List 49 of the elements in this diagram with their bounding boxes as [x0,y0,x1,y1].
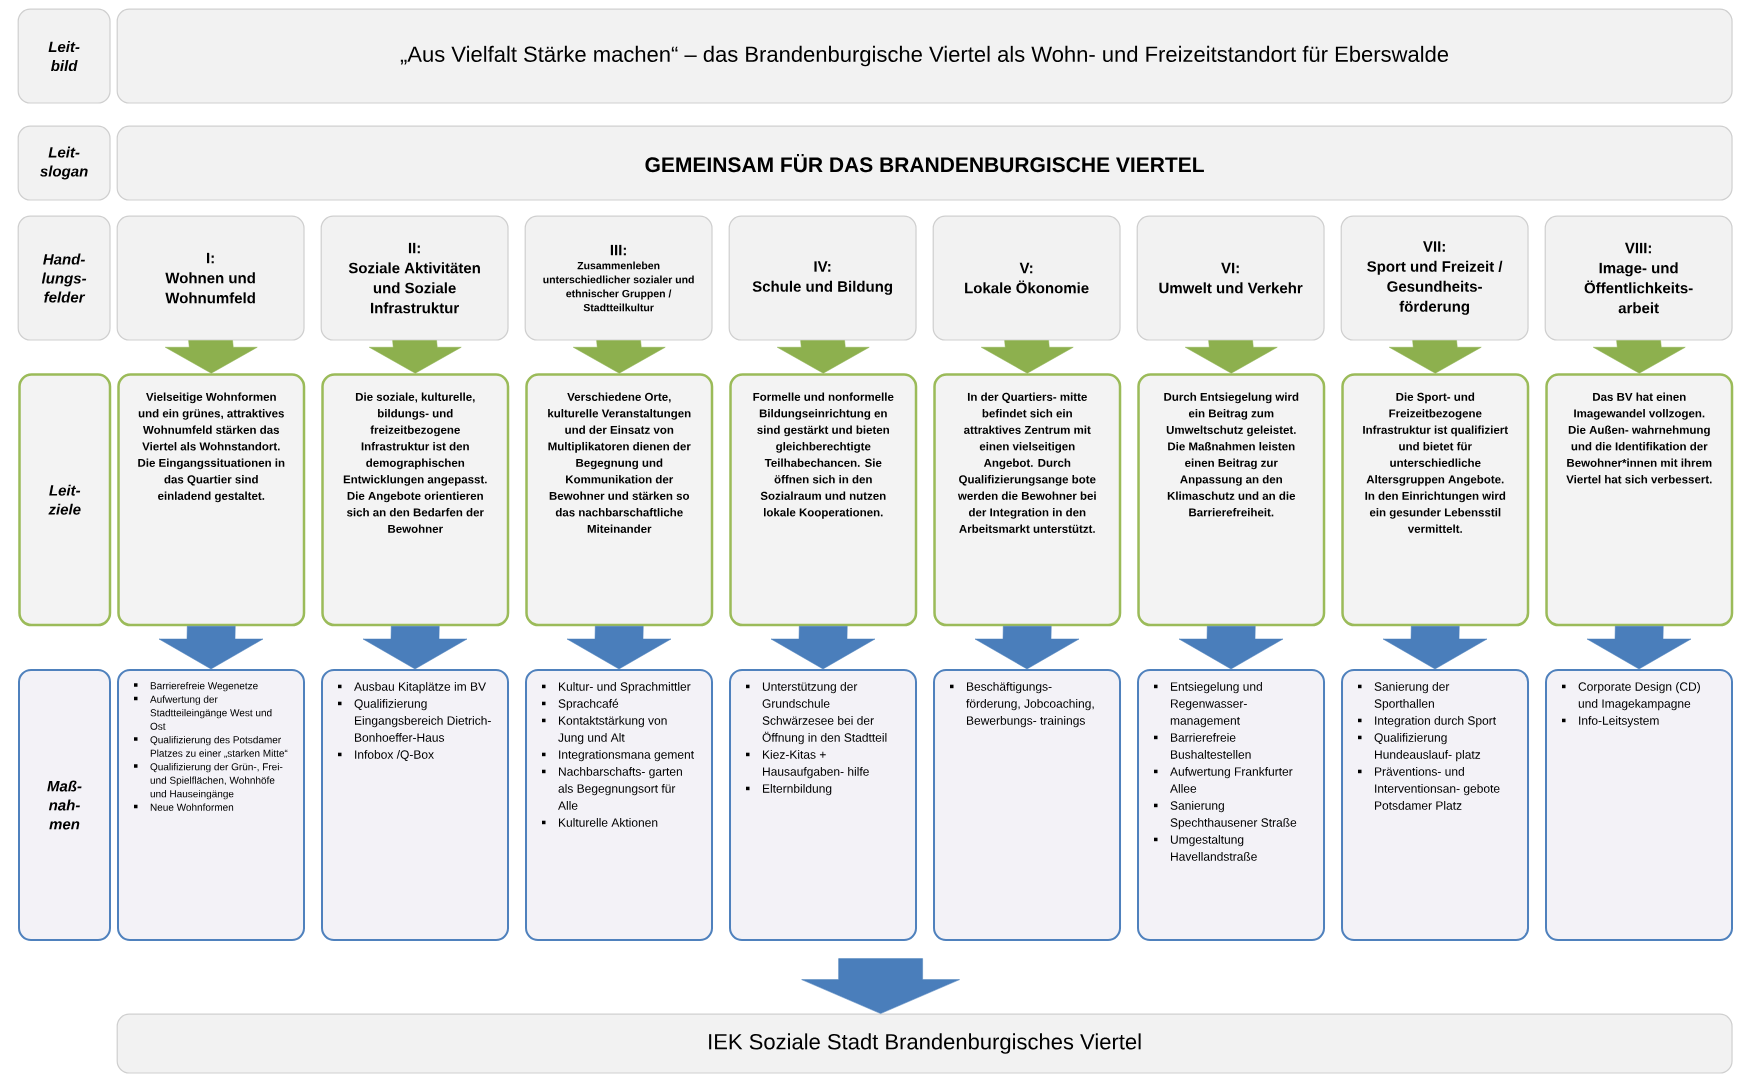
measure-box: Sanierung der Sporthallen Integration durch Sport Qualifizierung Hundeauslauf- platz Präventions- und Interventionsan- gebote Potsdamer Platz [1341,669,1529,941]
goal-box: Vielseitige Wohnformen und ein grünes, attraktives Wohnumfeld stärken das Viertel als Wohnstandort. Die Eingangssituationen in das Quartier sind einladend gestaltet. [117,373,306,627]
measure-box: Entsiegelung und Regenwasser- management Barrierefreie Bushaltestellen Aufwertung Frankfurter Allee Sanierung Spechthausener Straße Umgestaltung Havellandstraße [1137,669,1325,941]
measure-box: Ausbau Kitaplätze im BV Qualifizierung Eingangsbereich Dietrich- Bonhoeffer-Haus Infobox /Q-Box [321,669,509,941]
arrow [1178,626,1284,670]
goal-box: Die Sport- und Freizeitbezogene Infrastruktur ist qualifiziert und bietet für unterschiedliche Altersgruppen Angebote. In den Einrichtungen wird ein gesunder Lebensstil vermittelt. [1341,373,1530,627]
arrow [801,958,960,1014]
field-box: I: Wohnen und Wohnumfeld [116,215,305,341]
row-label-box: Leit- bild [17,8,111,104]
measure-box: Unterstützung der Grundschule Schwärzesee bei der Öffnung in den Stadtteil Kiez-Kitas + Hausaufgaben- hilfe Elternbildung [729,669,917,941]
row-label-box: Leit- ziele [18,373,112,627]
field-box: III: Zusammenleben unterschiedlicher sozialer und ethnischer Gruppen / Stadtteilkultur [524,215,713,341]
field-box: VI: Umwelt und Verkehr [1136,215,1325,341]
goal-box: Die soziale, kulturelle, bildungs- und freizeitbezogene Infrastruktur ist den demographischen Entwicklungen angepasst. Die Angebote orientieren sich an den Bedarfen der Bewohner [321,373,510,627]
arrow [573,340,666,374]
arrow [770,626,876,670]
field-box: IV: Schule und Bildung [728,215,917,341]
row-label-box: Maß- nah- men [18,669,111,941]
field-box: II: Soziale Aktivitäten und Soziale Infrastruktur [320,215,509,341]
goal-box: Formelle und nonformelle Bildungseinrichtung en sind gestärkt und bieten gleichberechtigte Teilhabechancen. Sie öffnen sich in den Sozialraum und nutzen lokale Kooperationen. [729,373,918,627]
arrow [1586,626,1692,670]
arrow [974,626,1080,670]
arrow [981,340,1074,374]
arrow [158,626,264,670]
measure-box: Corporate Design (CD) und Imagekampagne Info-Leitsystem [1545,669,1733,941]
banner: „Aus Vielfalt Stärke machen“ – das Brandenburgische Viertel als Wohn- und Freizeitstandort für Eberswalde [116,8,1733,104]
goal-box: Verschiedene Orte, kulturelle Veranstaltungen und der Einsatz von Multiplikatoren dienen der Begegnung und Kommunikation der Bewohner und stärken so das nachbarschaftliche Miteinander [525,373,714,627]
arrow [369,340,462,374]
field-box: VIII: Image- und Öffentlichkeits- arbeit [1544,215,1733,341]
row-label-box: Leit- slogan [17,125,111,201]
goal-box: Durch Entsiegelung wird ein Beitrag zum Umweltschutz geleistet. Die Maßnahmen leisten einen Beitrag zur Anpassung an den Klimaschutz und an die Barrierefreiheit. [1137,373,1326,627]
banner: IEK Soziale Stadt Brandenburgisches Viertel [116,1013,1733,1074]
arrow [566,626,672,670]
arrow [1593,340,1686,374]
goal-box: In der Quartiers- mitte befindet sich ein attraktives Zentrum mit einen vielseitigen Angebot. Durch Qualifizierungsange bote werden die Bewohner bei der Integration in den Arbeitsmarkt unterstützt. [933,373,1122,627]
arrow [1389,340,1482,374]
field-box: VII: Sport und Freizeit / Gesundheits- förderung [1340,215,1529,341]
arrow [362,626,468,670]
measure-box: Kultur- und Sprachmittler Sprachcafé Kontaktstärkung von Jung und Alt Integrationsmana gement Nachbarschafts- garten als Begegnungsort für Alle Kulturelle Aktionen [525,669,713,941]
arrow [777,340,870,374]
measure-box: Beschäftigungs- förderung, Jobcoaching, Bewerbungs- trainings [933,669,1121,941]
measure-box: Barrierefreie Wegenetze Aufwertung der Stadtteileingänge West und Ost Qualifizierung des Potsdamer Platzes zu einer „starken Mitte“ Qualifizierung der Grün-, Frei- und Spielflächen, Wohnhöfe und Hauseingänge Neue Wohnformen [117,669,305,941]
goal-box: Das BV hat einen Imagewandel vollzogen. Die Außen- wahrnehmung und die Identifikation der Bewohner*innen mit ihrem Viertel hat sich verbessert. [1545,373,1734,627]
field-box: V: Lokale Ökonomie [932,215,1121,341]
arrow [1382,626,1488,670]
row-label-box: Hand- lungs- felder [17,215,111,341]
arrow [1185,340,1278,374]
slogan-banner: GEMEINSAM FÜR DAS BRANDENBURGISCHE VIERTEL [116,125,1733,201]
arrow [165,340,258,374]
